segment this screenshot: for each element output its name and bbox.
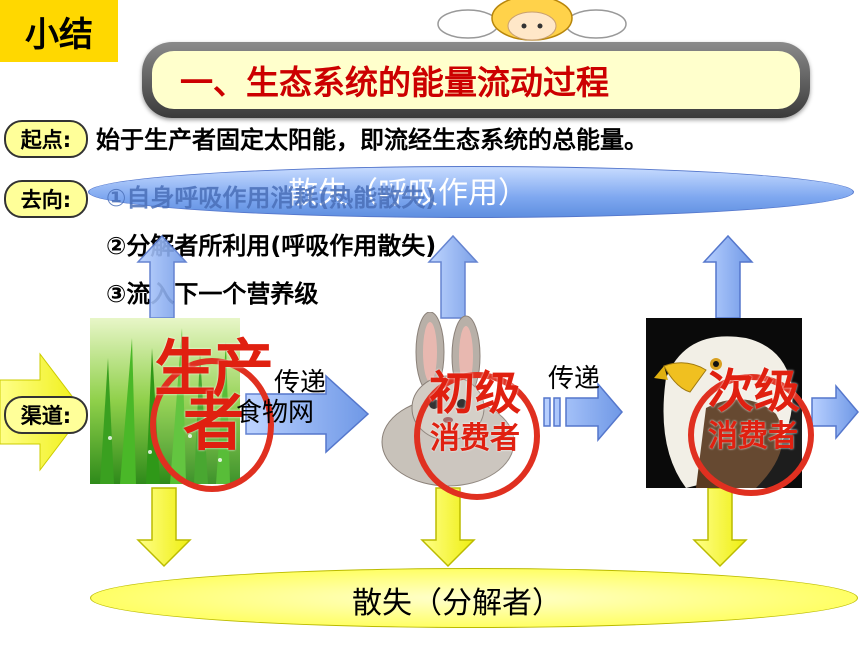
start-text: 始于生产者固定太阳能，即流经生态系统的总能量。	[96, 126, 648, 154]
down-arrow-secondary	[692, 487, 748, 568]
cupid-face	[507, 11, 557, 41]
transfer-label-2: 传递	[548, 364, 601, 394]
up-arrow-secondary	[702, 234, 754, 319]
respiration-loss-label: 散失（呼吸作用）	[288, 176, 528, 211]
up-arrow-primary	[427, 234, 479, 319]
down-arrow-producer	[136, 487, 192, 568]
secondary-line1-label: 次级	[708, 364, 800, 418]
primary-consumer-stamp	[414, 372, 540, 500]
food-web-label: 食物网	[236, 398, 315, 428]
right-eye	[537, 23, 543, 29]
respiration-loss-ellipse	[88, 166, 854, 218]
destination-item-1: ①自身呼吸作用消耗(热能散失)	[106, 184, 437, 212]
transfer-label-1: 传递	[274, 368, 327, 398]
producer-label: 生产者	[150, 332, 274, 459]
transfer-arrow-3	[811, 383, 859, 441]
up-arrow-producer	[136, 234, 188, 319]
title-banner: 一、生态系统的能量流动过程	[142, 42, 810, 118]
producer-text: 生产者	[153, 332, 274, 459]
transfer-arrow-2	[543, 381, 623, 443]
decomposer-loss-label: 散失（分解者）	[352, 586, 562, 621]
primary-line2-label: 消费者	[430, 421, 520, 456]
primary-line1-label: 初级	[429, 366, 521, 420]
start-label: 起点:	[4, 120, 88, 158]
left-eye	[521, 23, 527, 29]
title-text: 一、生态系统的能量流动过程	[152, 51, 800, 109]
channel-label: 渠道:	[4, 396, 88, 434]
destination-item-3: ③流入下一个营养级	[106, 280, 319, 308]
producer-stamp	[150, 358, 274, 492]
secondary-line2-label: 消费者	[708, 419, 798, 454]
secondary-consumer-stamp	[688, 374, 814, 496]
down-arrow-primary	[420, 487, 476, 568]
summary-tag: 小结	[0, 0, 118, 62]
cupid-decoration	[437, 0, 627, 41]
decomposer-loss-ellipse	[90, 568, 858, 628]
destination-label: 去向:	[4, 180, 88, 218]
